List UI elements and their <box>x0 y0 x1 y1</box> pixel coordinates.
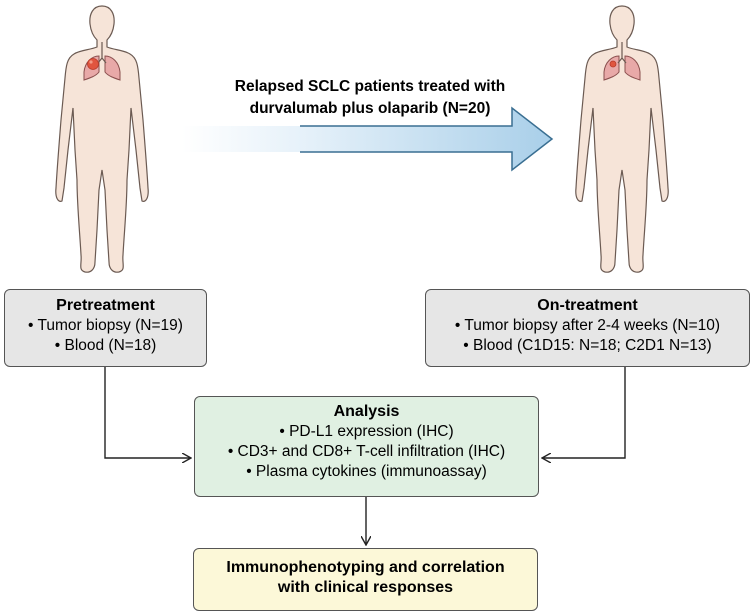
treatment-arrow-label: Relapsed SCLC patients treated with durv… <box>200 76 540 120</box>
analysis-item-cytokines: • Plasma cytokines (immunoassay) <box>246 463 487 480</box>
connector-pretreatment-to-analysis <box>104 367 190 458</box>
tumor-mark-on-treatment <box>609 60 617 68</box>
analysis-item-pdl1: • PD-L1 expression (IHC) <box>279 423 454 440</box>
patient-figure-pretreatment <box>55 5 149 273</box>
on-treatment-box: On-treatment • Tumor biopsy after 2-4 we… <box>425 289 750 367</box>
result-box: Immunophenotyping and correlation with c… <box>193 548 538 611</box>
result-line-2: with clinical responses <box>277 579 454 596</box>
treatment-arrow <box>182 108 552 170</box>
on-treatment-item-blood: • Blood (C1D15: N=18; C2D1 N=13) <box>463 337 712 354</box>
on-treatment-title: On-treatment <box>537 297 638 314</box>
analysis-item-tcell: • CD3+ and CD8+ T-cell infiltration (IHC… <box>227 443 506 460</box>
tumor-mark-pretreatment <box>87 58 99 70</box>
pretreatment-title: Pretreatment <box>56 297 155 314</box>
pretreatment-item-blood: • Blood (N=18) <box>54 337 157 354</box>
treatment-line-2: durvalumab plus olaparib (N=20) <box>249 100 491 117</box>
pretreatment-item-biopsy: • Tumor biopsy (N=19) <box>28 317 183 334</box>
analysis-box: Analysis • PD-L1 expression (IHC) • CD3+… <box>194 396 539 497</box>
connector-on-treatment-to-analysis <box>543 367 626 458</box>
analysis-title: Analysis <box>333 403 400 420</box>
on-treatment-item-biopsy: • Tumor biopsy after 2-4 weeks (N=10) <box>454 317 721 334</box>
patient-figure-on-treatment <box>575 5 669 273</box>
treatment-line-1: Relapsed SCLC patients treated with <box>234 78 506 95</box>
pretreatment-box: Pretreatment • Tumor biopsy (N=19) • Blo… <box>4 289 207 367</box>
result-line-1: Immunophenotyping and correlation <box>226 559 505 576</box>
